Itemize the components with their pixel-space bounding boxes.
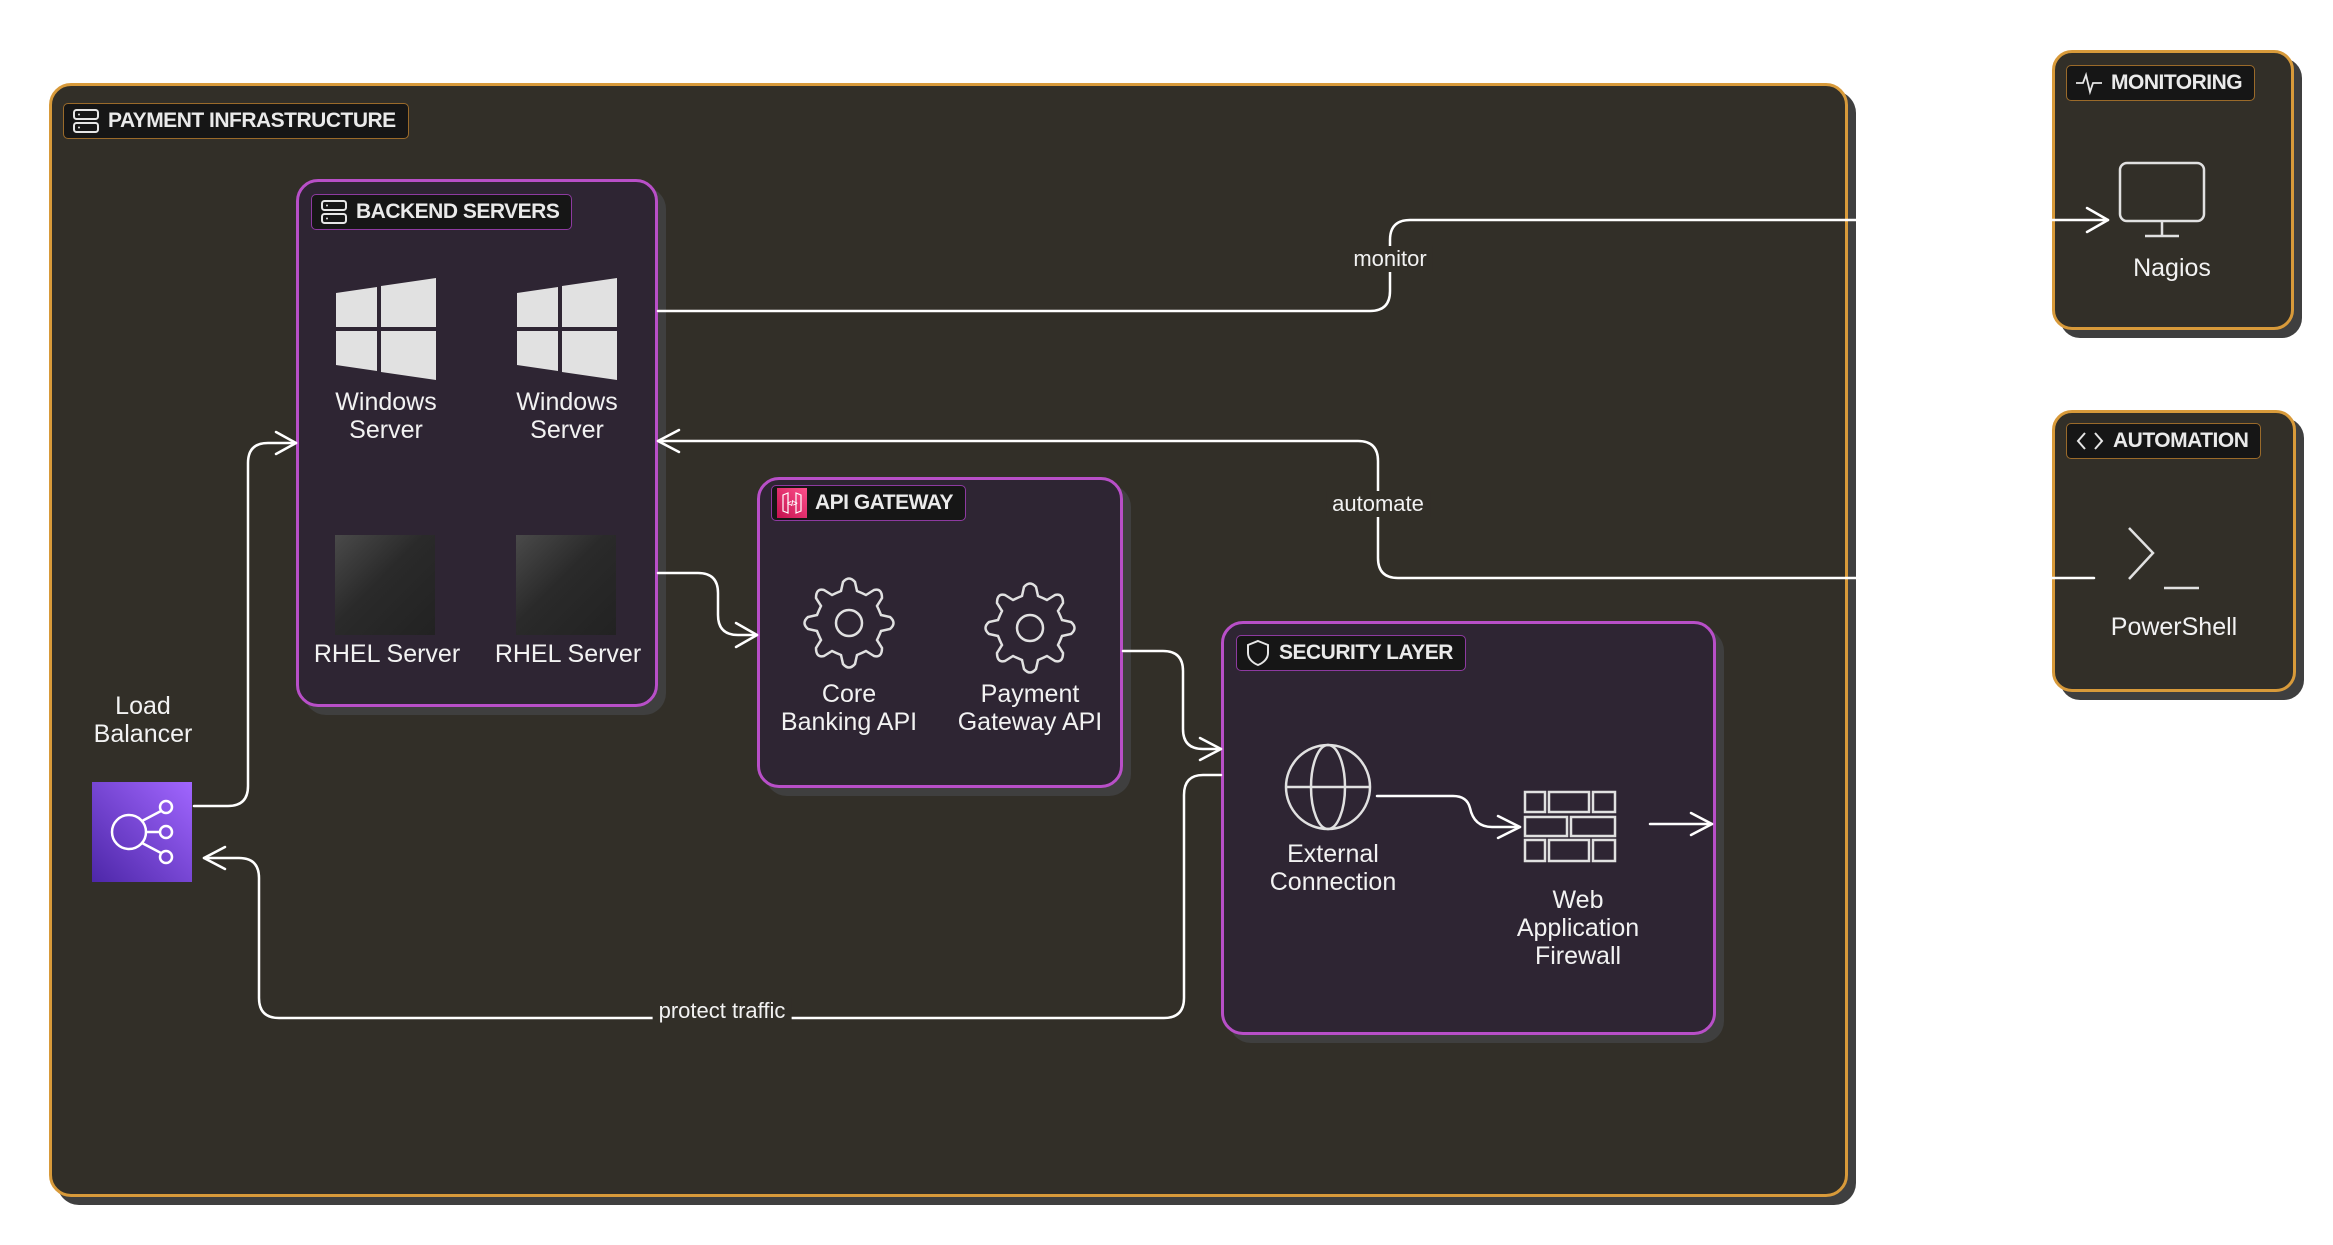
edge-label-protect-traffic: protect traffic xyxy=(652,998,792,1024)
node-label-windows-server-1: Windows Server xyxy=(335,388,437,444)
firewall-icon[interactable] xyxy=(1523,790,1619,865)
windows-logo-icon[interactable] xyxy=(516,278,618,380)
monitor-icon[interactable] xyxy=(2117,160,2207,240)
node-label-rhel-server-2: RHEL Server xyxy=(494,640,642,668)
gear-icon[interactable] xyxy=(980,578,1080,678)
gear-icon[interactable] xyxy=(799,573,899,673)
group-tag-automation: AUTOMATION xyxy=(2066,423,2262,459)
group-title: AUTOMATION xyxy=(2113,429,2249,452)
node-label-waf: Web Application Firewall xyxy=(1516,886,1640,970)
edge-label-automate: automate xyxy=(1326,491,1430,517)
node-label-rhel-server-1: RHEL Server xyxy=(313,640,461,668)
group-title: API GATEWAY xyxy=(815,491,954,514)
load-balancer-icon[interactable] xyxy=(92,782,192,882)
rhel-placeholder-icon[interactable] xyxy=(335,535,435,635)
node-label-external-connection: External Connection xyxy=(1269,840,1397,896)
server-stack-icon xyxy=(72,107,100,135)
node-label-windows-server-2: Windows Server xyxy=(516,388,618,444)
node-label-load-balancer: Load Balancer xyxy=(93,692,193,748)
server-stack-icon xyxy=(320,198,348,226)
group-title: SECURITY LAYER xyxy=(1279,641,1453,664)
group-title: BACKEND SERVERS xyxy=(356,200,560,223)
group-tag-security-layer: SECURITY LAYER xyxy=(1236,635,1466,671)
group-title: MONITORING xyxy=(2111,71,2243,94)
group-title: PAYMENT INFRASTRUCTURE xyxy=(108,109,396,132)
rhel-placeholder-icon[interactable] xyxy=(516,535,616,635)
terminal-icon[interactable] xyxy=(2125,525,2215,595)
node-label-core-banking-api: Core Banking API xyxy=(780,680,918,736)
node-label-nagios: Nagios xyxy=(2133,254,2211,282)
group-tag-payment-infrastructure: PAYMENT INFRASTRUCTURE xyxy=(63,103,409,139)
api-gateway-icon: </> xyxy=(777,488,807,518)
group-tag-api-gateway: </> API GATEWAY xyxy=(771,485,967,521)
node-label-payment-gateway-api: Payment Gateway API xyxy=(957,680,1103,736)
group-tag-backend-servers: BACKEND SERVERS xyxy=(311,194,573,230)
windows-logo-icon[interactable] xyxy=(335,278,437,380)
pulse-icon xyxy=(2075,70,2103,96)
globe-icon[interactable] xyxy=(1283,742,1373,832)
svg-text:</>: </> xyxy=(787,499,798,508)
group-tag-monitoring: MONITORING xyxy=(2066,65,2256,101)
edge-label-monitor: monitor xyxy=(1347,246,1433,272)
shield-icon xyxy=(1245,639,1271,667)
code-brackets-icon xyxy=(2075,428,2105,454)
node-label-powershell: PowerShell xyxy=(2110,613,2238,641)
